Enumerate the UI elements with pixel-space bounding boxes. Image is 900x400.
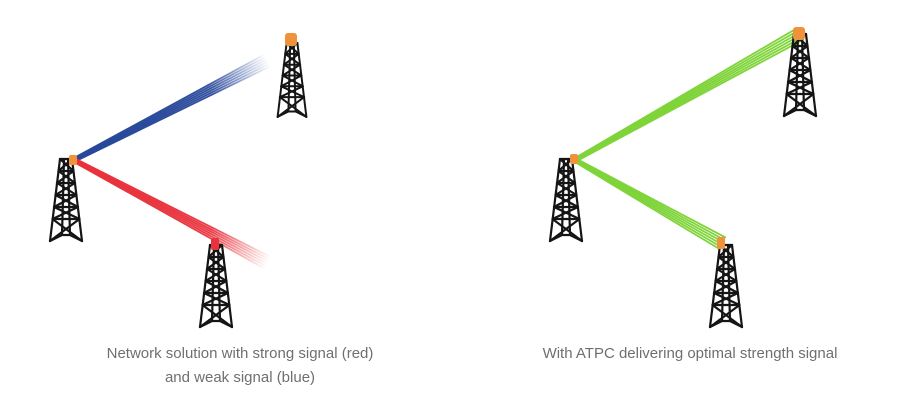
beam-strand <box>573 160 721 248</box>
beam-strand <box>73 60 270 162</box>
beam-strand <box>73 158 271 261</box>
bottom-tower-right <box>708 237 744 329</box>
beam-strand <box>73 158 270 263</box>
antenna-icon <box>285 33 297 46</box>
top-tower-right <box>782 27 818 118</box>
optimal-signal-beam <box>573 27 805 163</box>
beam-strand <box>574 34 802 162</box>
beam-strand <box>574 158 725 241</box>
beam-strand <box>574 36 803 162</box>
beam-strand <box>73 64 272 163</box>
strong-signal-beam <box>72 157 272 270</box>
weak-signal-beam <box>72 53 272 163</box>
left-panel <box>48 33 308 329</box>
beam-strand <box>573 160 720 250</box>
beam-strand <box>73 157 272 259</box>
beam-strand <box>574 38 805 163</box>
beam-strand <box>72 160 268 268</box>
hub-tower-right <box>548 154 584 243</box>
right-caption-line-1: With ATPC delivering optimal strength si… <box>542 345 838 362</box>
antenna-icon <box>69 155 77 165</box>
beam-strand <box>72 160 266 270</box>
beam-strand <box>573 31 801 161</box>
beam-strand <box>574 158 724 243</box>
right-panel <box>548 27 818 329</box>
left-caption-line-1: Network solution with strong signal (red… <box>106 345 374 362</box>
antenna-icon <box>570 154 578 164</box>
beam-strand <box>573 29 799 160</box>
left-caption: Network solution with strong signal (red… <box>30 342 450 390</box>
beam-strand <box>72 53 266 160</box>
right-caption: With ATPC delivering optimal strength si… <box>480 342 900 366</box>
optimal-signal-beam <box>573 157 727 250</box>
beam-strand <box>573 27 798 160</box>
beam-strand <box>72 55 268 160</box>
bottom-tower-left <box>198 238 234 329</box>
antenna-icon <box>717 237 725 249</box>
beam-strand <box>574 157 727 239</box>
beam-strand <box>573 159 723 246</box>
hub-tower-left <box>48 155 84 243</box>
beam-strand <box>72 57 269 161</box>
left-caption-line-2: and weak signal (blue) <box>164 369 316 386</box>
antenna-icon <box>211 238 219 250</box>
beam-strand <box>73 62 271 162</box>
beam-strand <box>72 159 269 266</box>
top-tower-left <box>276 33 308 119</box>
antenna-icon <box>793 27 805 40</box>
